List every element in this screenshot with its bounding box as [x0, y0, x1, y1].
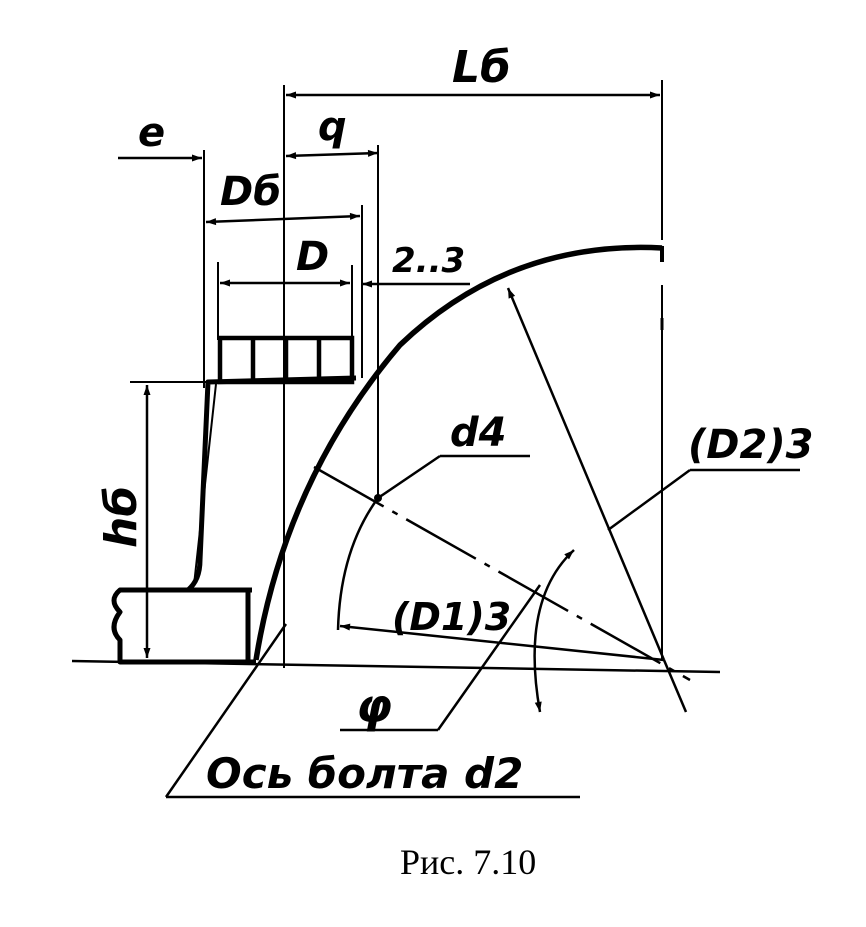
bolt-head	[217, 335, 355, 385]
d4-leader	[377, 454, 441, 500]
radial-centerline	[313, 465, 691, 682]
bolt-axis-leader	[164, 623, 288, 798]
flange-plate	[111, 587, 256, 665]
d2-radius	[506, 287, 666, 661]
q-dimension	[285, 149, 379, 160]
label-gap: 2..3	[392, 241, 465, 281]
label-d2-3: (D2)3	[688, 422, 813, 468]
phi-leader	[436, 584, 542, 731]
d4-point	[374, 494, 382, 502]
db-dimension	[205, 212, 361, 226]
boss-inner-edge	[193, 383, 217, 586]
label-bolt-axis: Ось болта d2	[206, 749, 523, 798]
label-q: q	[318, 104, 347, 150]
radial-through-bolt	[662, 659, 688, 713]
label-lb: Lб	[452, 42, 511, 93]
d1-radius	[339, 623, 665, 662]
d2-leader	[607, 468, 691, 532]
label-db: Dб	[220, 169, 281, 215]
label-d1-3: (D1)3	[392, 595, 511, 639]
housing-arc	[253, 244, 663, 661]
figure-caption: Рис. 7.10	[400, 842, 536, 882]
phi-angle-arc	[533, 549, 575, 713]
label-hb: hб	[96, 486, 147, 548]
label-d: D	[296, 234, 329, 280]
label-e: e	[138, 110, 165, 156]
bolt-boss	[186, 375, 357, 592]
label-phi: φ	[356, 679, 392, 733]
label-d4: d4	[450, 410, 506, 456]
d4-bolt-circle	[336, 497, 380, 631]
